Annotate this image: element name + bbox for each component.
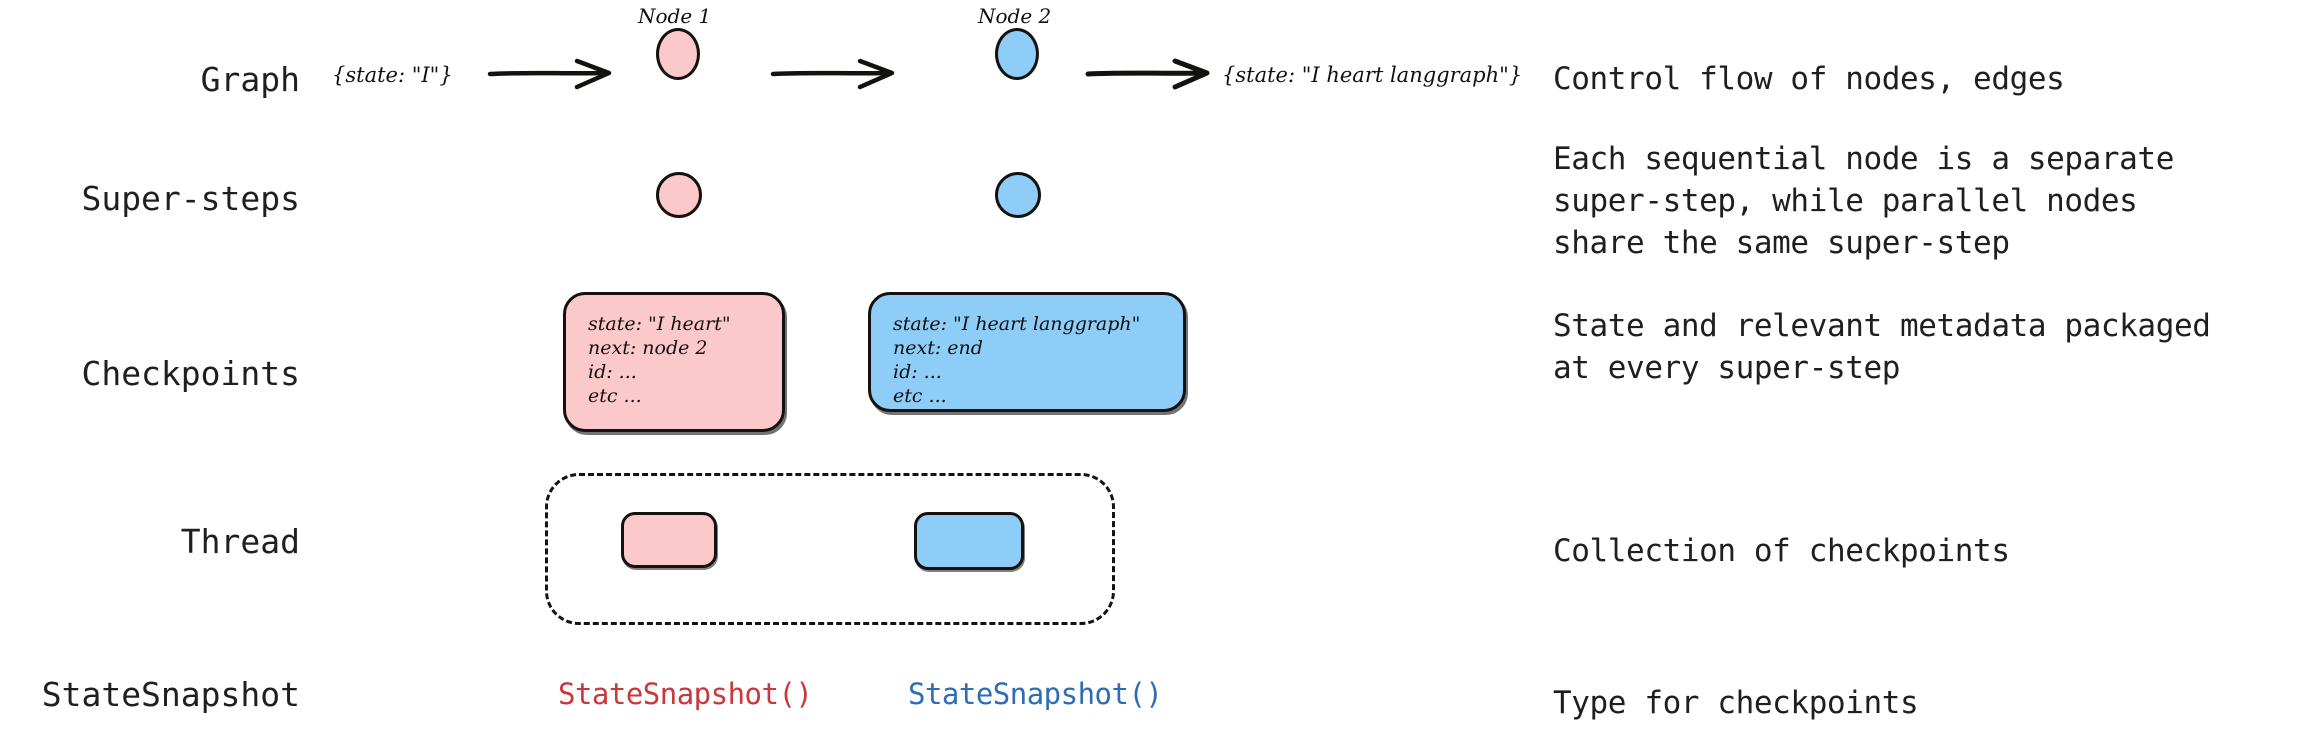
checkpoint-2-state: state: "I heart langgraph": [893, 313, 1141, 335]
arrow-3: [1085, 58, 1215, 94]
thread-container: [545, 473, 1115, 625]
graph-node-1-circle: [656, 28, 700, 80]
row-label-statesnapshot: StateSnapshot: [41, 675, 300, 714]
description-checkpoints: State and relevant metadata packaged at …: [1553, 308, 2211, 386]
checkpoint-2-id: id: ...: [893, 361, 942, 383]
super-step-1-circle: [656, 172, 702, 218]
checkpoint-1-id: id: ...: [588, 361, 637, 383]
node-1-label: Node 1: [638, 4, 712, 28]
input-state-label: {state: "I"}: [332, 63, 453, 87]
row-label-graph: Graph: [200, 60, 300, 99]
statesnapshot-label-2: StateSnapshot(): [908, 677, 1163, 711]
node-2-label: Node 2: [978, 4, 1052, 28]
checkpoint-2-etc: etc ...: [893, 385, 947, 407]
thread-chip-1: [621, 512, 717, 568]
checkpoint-1-state: state: "I heart": [588, 313, 731, 335]
checkpoint-card-1: state: "I heart" next: node 2 id: ... et…: [563, 292, 785, 432]
checkpoint-2-next: next: end: [893, 337, 983, 359]
description-thread: Collection of checkpoints: [1553, 533, 2010, 569]
thread-chip-2: [914, 512, 1024, 570]
checkpoint-card-2: state: "I heart langgraph" next: end id:…: [868, 292, 1186, 412]
description-super-steps: Each sequential node is a separate super…: [1553, 141, 2174, 261]
graph-node-2-circle: [995, 28, 1039, 80]
output-state-label: {state: "I heart langgraph"}: [1222, 63, 1523, 87]
super-step-2-circle: [995, 172, 1041, 218]
statesnapshot-label-1: StateSnapshot(): [558, 677, 813, 711]
row-label-checkpoints: Checkpoints: [81, 354, 300, 393]
arrow-1: [487, 58, 617, 94]
description-statesnapshot: Type for checkpoints: [1553, 685, 1919, 721]
checkpoint-1-next: next: node 2: [588, 337, 708, 359]
checkpoint-1-etc: etc ...: [588, 385, 642, 407]
arrow-2: [770, 58, 900, 94]
description-graph: Control flow of nodes, edges: [1553, 61, 2065, 97]
row-label-thread: Thread: [180, 522, 300, 561]
row-label-super-steps: Super-steps: [81, 179, 300, 218]
